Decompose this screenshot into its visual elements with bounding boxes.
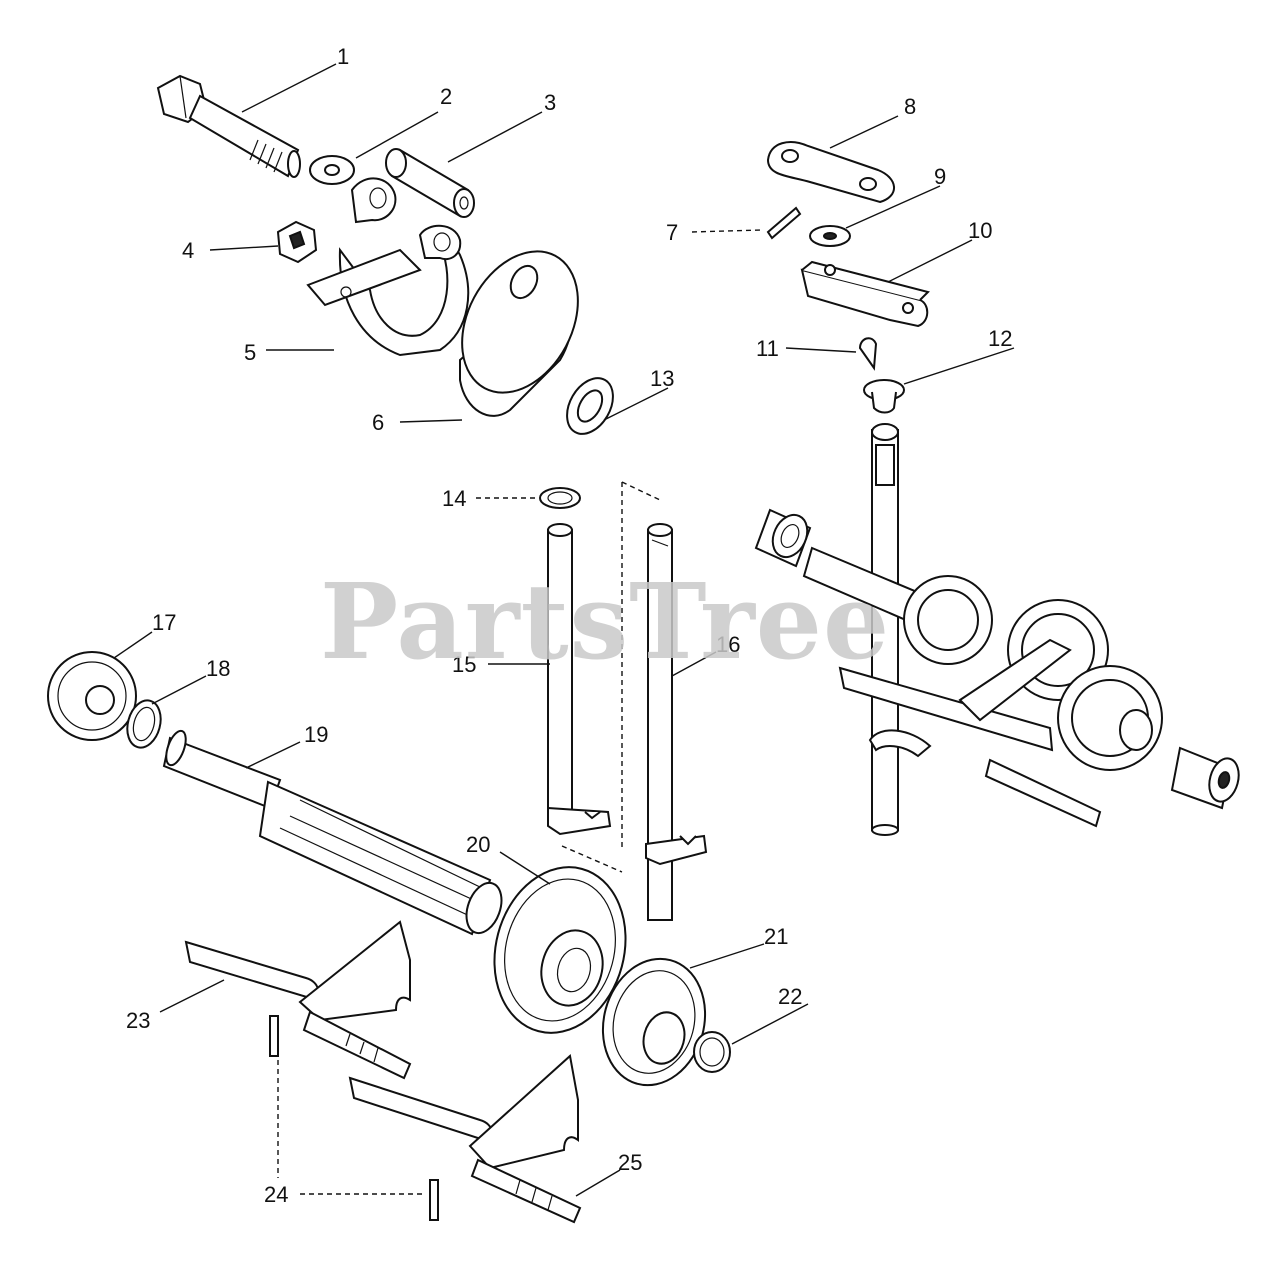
part-1-bolt[interactable] [156,74,301,178]
part-11-key[interactable] [858,337,878,371]
callout-7[interactable]: 7 [666,220,678,245]
callout-5[interactable]: 5 [244,340,256,365]
transmission-assembly[interactable] [754,423,1243,836]
part-25-shift-fork[interactable] [348,1054,582,1224]
callout-24[interactable]: 24 [264,1182,288,1207]
callout-14[interactable]: 14 [442,486,466,511]
part-19-main-shaft[interactable] [162,728,508,938]
callout-15[interactable]: 15 [452,652,476,677]
callout-23[interactable]: 23 [126,1008,150,1033]
callout-21[interactable]: 21 [764,924,788,949]
part-21-gear[interactable] [589,947,719,1097]
callout-13[interactable]: 13 [650,366,674,391]
callout-2[interactable]: 2 [440,84,452,109]
callout-8[interactable]: 8 [904,94,916,119]
part-17-gear[interactable] [47,651,137,741]
callout-25[interactable]: 25 [618,1150,642,1175]
callout-18[interactable]: 18 [206,656,230,681]
callout-17[interactable]: 17 [152,610,176,635]
part-10-plate[interactable] [800,260,930,328]
part-20-gear[interactable] [476,852,643,1047]
part-18-snap-ring[interactable] [122,697,165,752]
part-2-washer[interactable] [309,155,355,185]
part-15-shift-rod[interactable] [547,523,612,836]
part-3-spacer[interactable] [385,148,475,218]
part-4-nut[interactable] [276,220,318,264]
callout-22[interactable]: 22 [778,984,802,1009]
leader-lines [113,63,1015,1197]
part-13-seal[interactable] [558,370,623,442]
part-16-shift-rod[interactable] [645,523,708,921]
callout-11[interactable]: 11 [756,336,779,361]
callout-16[interactable]: 16 [716,632,740,657]
part-14-washer[interactable] [539,487,581,509]
part-6-drum[interactable] [439,231,601,417]
callout-20[interactable]: 20 [466,832,490,857]
part-24-pins[interactable] [269,1015,439,1221]
callout-10[interactable]: 10 [968,218,992,243]
callout-19[interactable]: 19 [304,722,328,747]
callout-6[interactable]: 6 [372,410,384,435]
part-9-washer[interactable] [809,225,851,247]
callout-3[interactable]: 3 [544,90,556,115]
part-7-pin[interactable] [766,206,802,240]
callout-12[interactable]: 12 [988,326,1012,351]
callout-labels: 1 2 3 4 5 6 7 8 9 10 11 12 13 14 15 16 1… [126,44,1012,1207]
rod-alignment-dashes [561,481,661,873]
callout-4[interactable]: 4 [182,238,194,263]
callout-1[interactable]: 1 [337,44,349,69]
part-8-link[interactable] [766,141,895,204]
part-5-brake-band[interactable] [306,177,470,357]
part-22-ring[interactable] [693,1031,731,1073]
part-12-bushing[interactable] [863,379,905,414]
part-23-shift-fork[interactable] [184,920,412,1080]
callout-9[interactable]: 9 [934,164,946,189]
